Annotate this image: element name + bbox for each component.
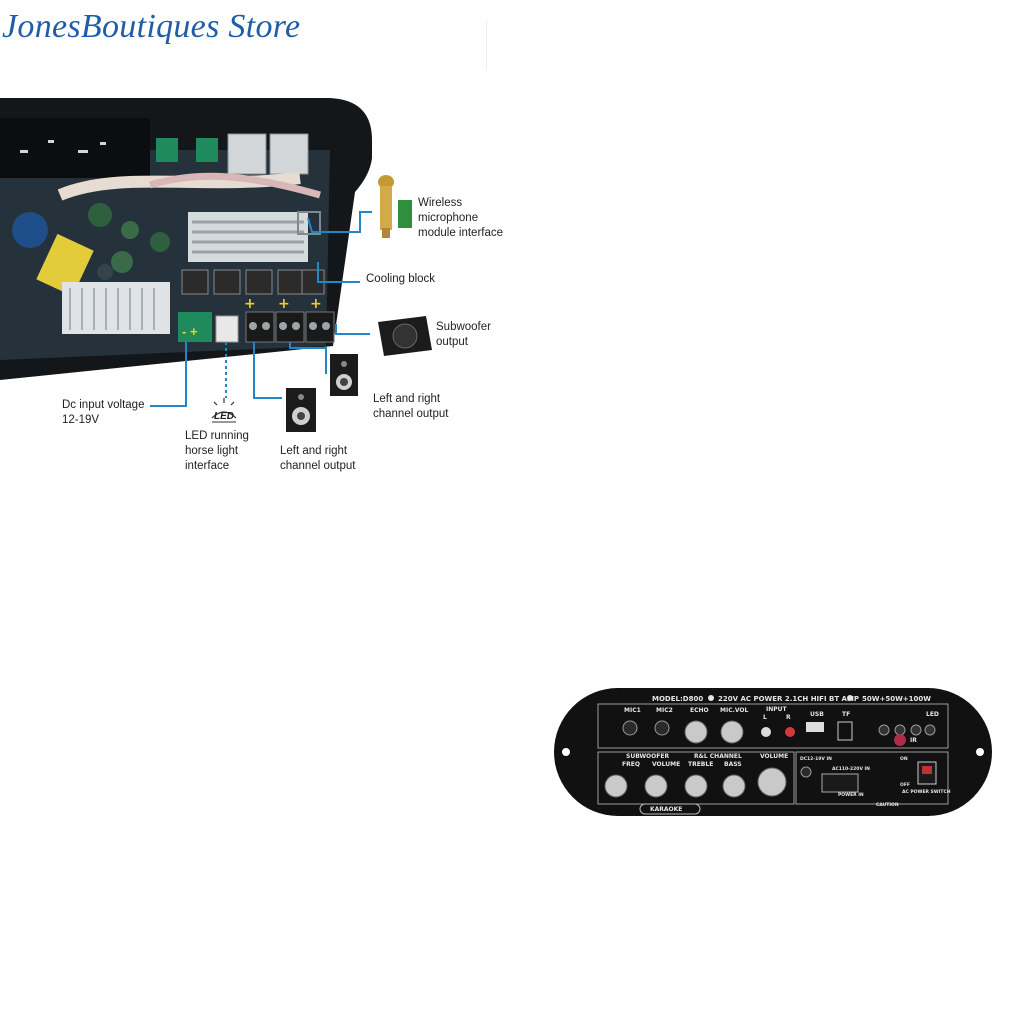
green-terminal [196, 138, 218, 162]
tf-slot [837, 721, 853, 741]
inductors [181, 269, 325, 295]
label-led-interface: LED running horse light interface [185, 430, 249, 472]
usb-port [806, 722, 824, 732]
store-title: JonesBoutiques Store [2, 8, 301, 45]
callout-lines [150, 211, 372, 407]
label-lr-output-lower: Left and right channel output [280, 445, 356, 472]
amp-micvol: MIC.VOL [720, 707, 749, 714]
display-segments [20, 140, 106, 153]
amp-treble: TREBLE [688, 761, 713, 768]
amp-input-l: L [763, 714, 767, 721]
svg-text:- +: - + [182, 324, 198, 339]
amp-on: ON [900, 756, 908, 762]
capacitor [97, 264, 113, 280]
label-cooling-block: Cooling block [366, 273, 436, 285]
label-lr-output-upper: Left and right channel output [373, 393, 449, 420]
amp-subwoofer: SUBWOOFER [626, 753, 669, 760]
capacitor [88, 203, 112, 227]
amp-karaoke: KARAOKE [650, 806, 682, 813]
terminal-screws [249, 322, 330, 330]
relay [227, 133, 267, 175]
speaker-icon [330, 354, 358, 396]
amp-input-r: R [786, 714, 791, 721]
capacitor [150, 232, 170, 252]
ir-sensor [894, 734, 906, 746]
mount-hole [562, 748, 570, 756]
label-wireless-mic: Wireless microphone module interface [418, 197, 504, 239]
amp-led: LED [926, 711, 939, 718]
heatsink-bracket [297, 211, 321, 235]
label-dc-input: Dc input voltage 12-19V [62, 399, 145, 426]
ac-socket [821, 773, 859, 793]
green-terminal [156, 138, 178, 162]
svg-text:+: + [278, 296, 290, 312]
amp-input: INPUT [766, 706, 788, 713]
knobs [604, 720, 787, 798]
amp-switch: AC POWER SWITCH [902, 789, 951, 795]
dc-input-terminal [178, 312, 212, 342]
amp-mic2: MIC2 [656, 707, 673, 714]
heatsink-fins [69, 288, 155, 330]
rca-jacks [761, 727, 795, 737]
amp-ac: AC110-220V IN [832, 766, 870, 772]
amp-caution: CAUTION [876, 802, 899, 808]
speaker-icon [286, 388, 316, 432]
display-module [0, 118, 150, 178]
amp-bass: BASS [724, 761, 742, 768]
capacitor [111, 251, 133, 273]
control-buttons [878, 724, 936, 736]
svg-text:+: + [244, 296, 256, 312]
mount-hole [976, 748, 984, 756]
capacitor [121, 221, 139, 239]
amp-mic1: MIC1 [624, 707, 641, 714]
amp-dc: DC12-19V IN [800, 756, 832, 762]
subwoofer-icon [378, 316, 432, 356]
amp-ir: IR [910, 737, 917, 744]
mic-module-icon [398, 200, 412, 228]
mic-jacks [622, 720, 670, 736]
amp-tf: TF [842, 711, 850, 718]
wireless-microphone-icon [378, 175, 394, 238]
amp-power-in: POWER IN [838, 792, 864, 798]
amp-echo: ECHO [690, 707, 709, 714]
amp-freq: FREQ [622, 761, 640, 768]
cooling-fins [192, 220, 304, 254]
capacitor [12, 212, 48, 248]
rectifier-heatsink [62, 282, 170, 334]
dc-jack [800, 766, 812, 778]
svg-text:+: + [310, 296, 322, 312]
amp-model: MODEL:D800 [652, 695, 703, 703]
amp-volume1: VOLUME [652, 761, 680, 768]
label-subwoofer-output: Subwoofer output [436, 321, 491, 348]
divider [486, 20, 487, 70]
polarity-markers: + + + [244, 296, 322, 312]
amp-usb: USB [810, 711, 824, 718]
transformer [36, 233, 94, 297]
amp-off: OFF [900, 782, 910, 788]
amp-rl-channel: R&L CHANNEL [694, 753, 742, 760]
amp-watts: 50W+50W+100W [862, 695, 931, 703]
cooling-block [188, 212, 308, 262]
led-icon [211, 398, 237, 419]
amp-volume2: VOLUME [760, 753, 788, 760]
led-icon-text: LED [214, 411, 234, 422]
amp-power: 220V AC POWER 2.1CH HIFI BT AMP [718, 695, 859, 703]
